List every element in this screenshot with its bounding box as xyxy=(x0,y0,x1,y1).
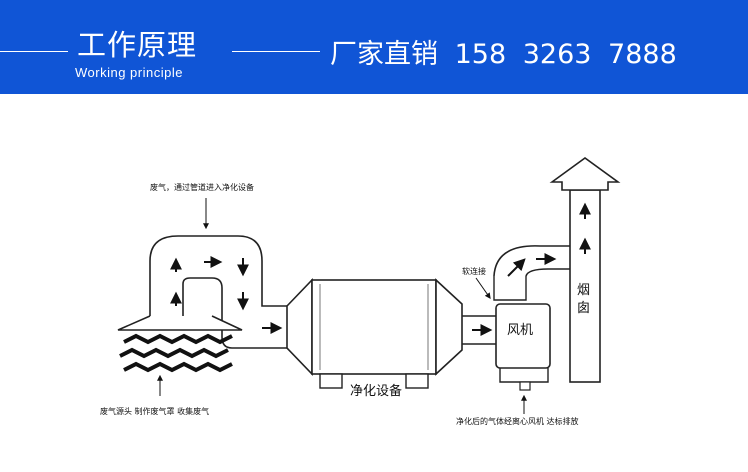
phone-part: 3263 xyxy=(522,39,592,70)
exhaust-label: 净化后的气体经离心风机 达标排放 xyxy=(456,416,579,426)
chimney-cap xyxy=(549,157,621,191)
purifier-leg-right xyxy=(405,373,429,389)
outlet-pipe xyxy=(462,315,496,345)
inlet-label: 废气，通过管道进入净化设备 xyxy=(150,182,254,192)
chimney-stack xyxy=(569,189,601,383)
flow-arrows xyxy=(170,202,591,336)
section-subtitle: Working principle xyxy=(75,65,183,80)
collection-hood xyxy=(117,315,243,331)
fan-housing xyxy=(495,303,551,369)
section-title: 工作原理 xyxy=(77,28,198,62)
fan-label: 风机 xyxy=(507,323,533,338)
middle-divider-line xyxy=(232,51,320,52)
contact-line: 厂家直销 158 3263 7888 xyxy=(330,32,677,71)
contact-label: 厂家直销 xyxy=(330,39,438,70)
purifier-inlet-cone xyxy=(286,278,313,376)
header-banner: 工作原理 Working principle 厂家直销 158 3263 788… xyxy=(0,0,748,94)
purifier-leg-left xyxy=(319,373,343,389)
fume-zigzags xyxy=(119,333,233,373)
chimney-label-2: 囱 xyxy=(577,301,590,316)
soft-joint-callout-arrow xyxy=(475,277,491,299)
chimney-label-1: 烟 xyxy=(577,283,590,298)
fan-outlet-elbow xyxy=(493,245,573,277)
equipment-label: 净化设备 xyxy=(350,383,402,399)
soft-joint-label: 软连接 xyxy=(462,266,486,276)
phone-part: 158 xyxy=(454,39,507,70)
purifier-body xyxy=(311,279,437,375)
process-diagram: 废气，通过管道进入净化设备 废气源头 制作废气罩 收集废气 净化设备 软连接 风… xyxy=(100,157,621,426)
inlet-duct-inner xyxy=(182,277,287,349)
inlet-duct xyxy=(149,235,287,316)
fan-base xyxy=(499,368,549,383)
soft-joint xyxy=(493,276,527,301)
hood-label: 废气源头 制作废气罩 收集废气 xyxy=(100,406,209,416)
phone-part: 7888 xyxy=(608,39,677,70)
left-divider-line xyxy=(0,51,68,52)
purifier-outlet-cone xyxy=(435,278,463,376)
